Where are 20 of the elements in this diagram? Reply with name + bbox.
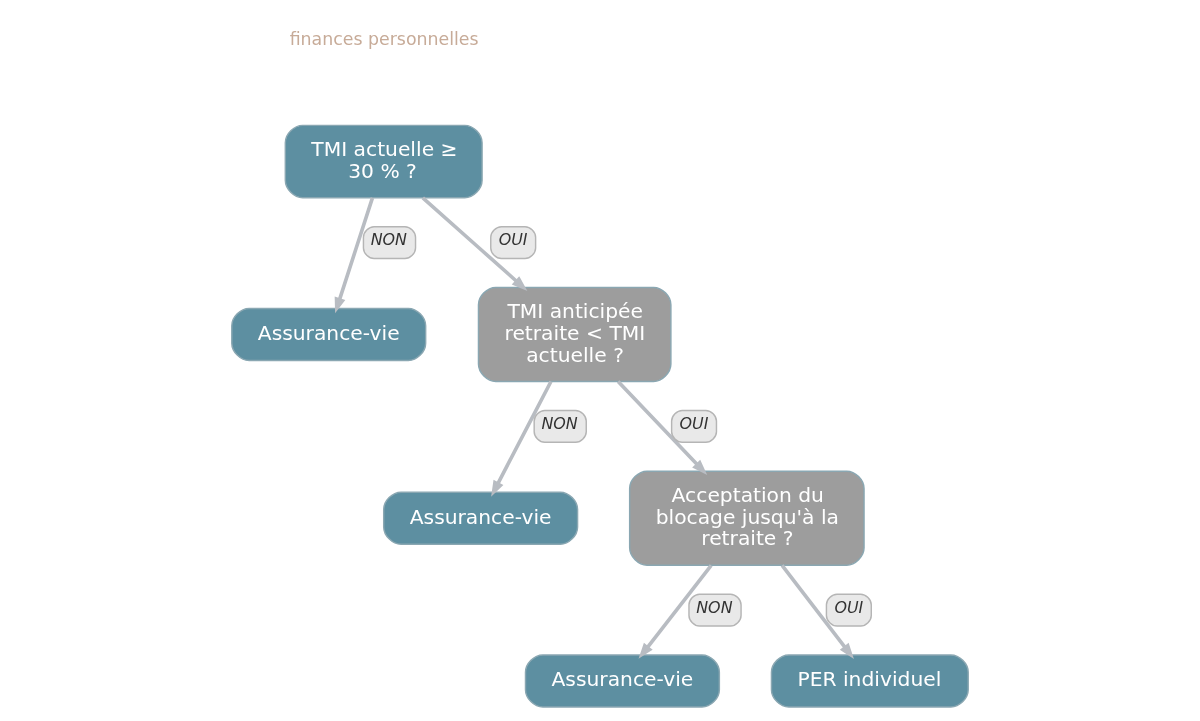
arrow xyxy=(491,380,553,497)
node-box: Assurance-vie xyxy=(231,307,427,362)
label: finances personnelles xyxy=(289,28,479,49)
edge-label: NON xyxy=(541,413,578,433)
node-box: Acceptation du blocage jusqu'à la retraite ? xyxy=(628,470,865,566)
edge-label: NON xyxy=(696,597,733,617)
arrow xyxy=(334,197,375,314)
arrow xyxy=(780,564,854,659)
arrow xyxy=(638,564,713,659)
node-box: PER individuel xyxy=(770,654,969,708)
node-box: TMI actuelle ≥ 30 % ? xyxy=(284,124,483,199)
node-box: Assurance-vie xyxy=(524,654,721,708)
arrow xyxy=(421,196,528,291)
node-box: Assurance-vie xyxy=(382,491,579,545)
edge-label: OUI xyxy=(498,230,528,250)
edge-label: NON xyxy=(370,230,408,250)
node-box: TMI anticipée retraite < TMI actuelle ? xyxy=(477,286,672,383)
edge-label: OUI xyxy=(834,597,864,617)
edge-label: OUI xyxy=(679,413,709,433)
arrow xyxy=(616,380,708,476)
